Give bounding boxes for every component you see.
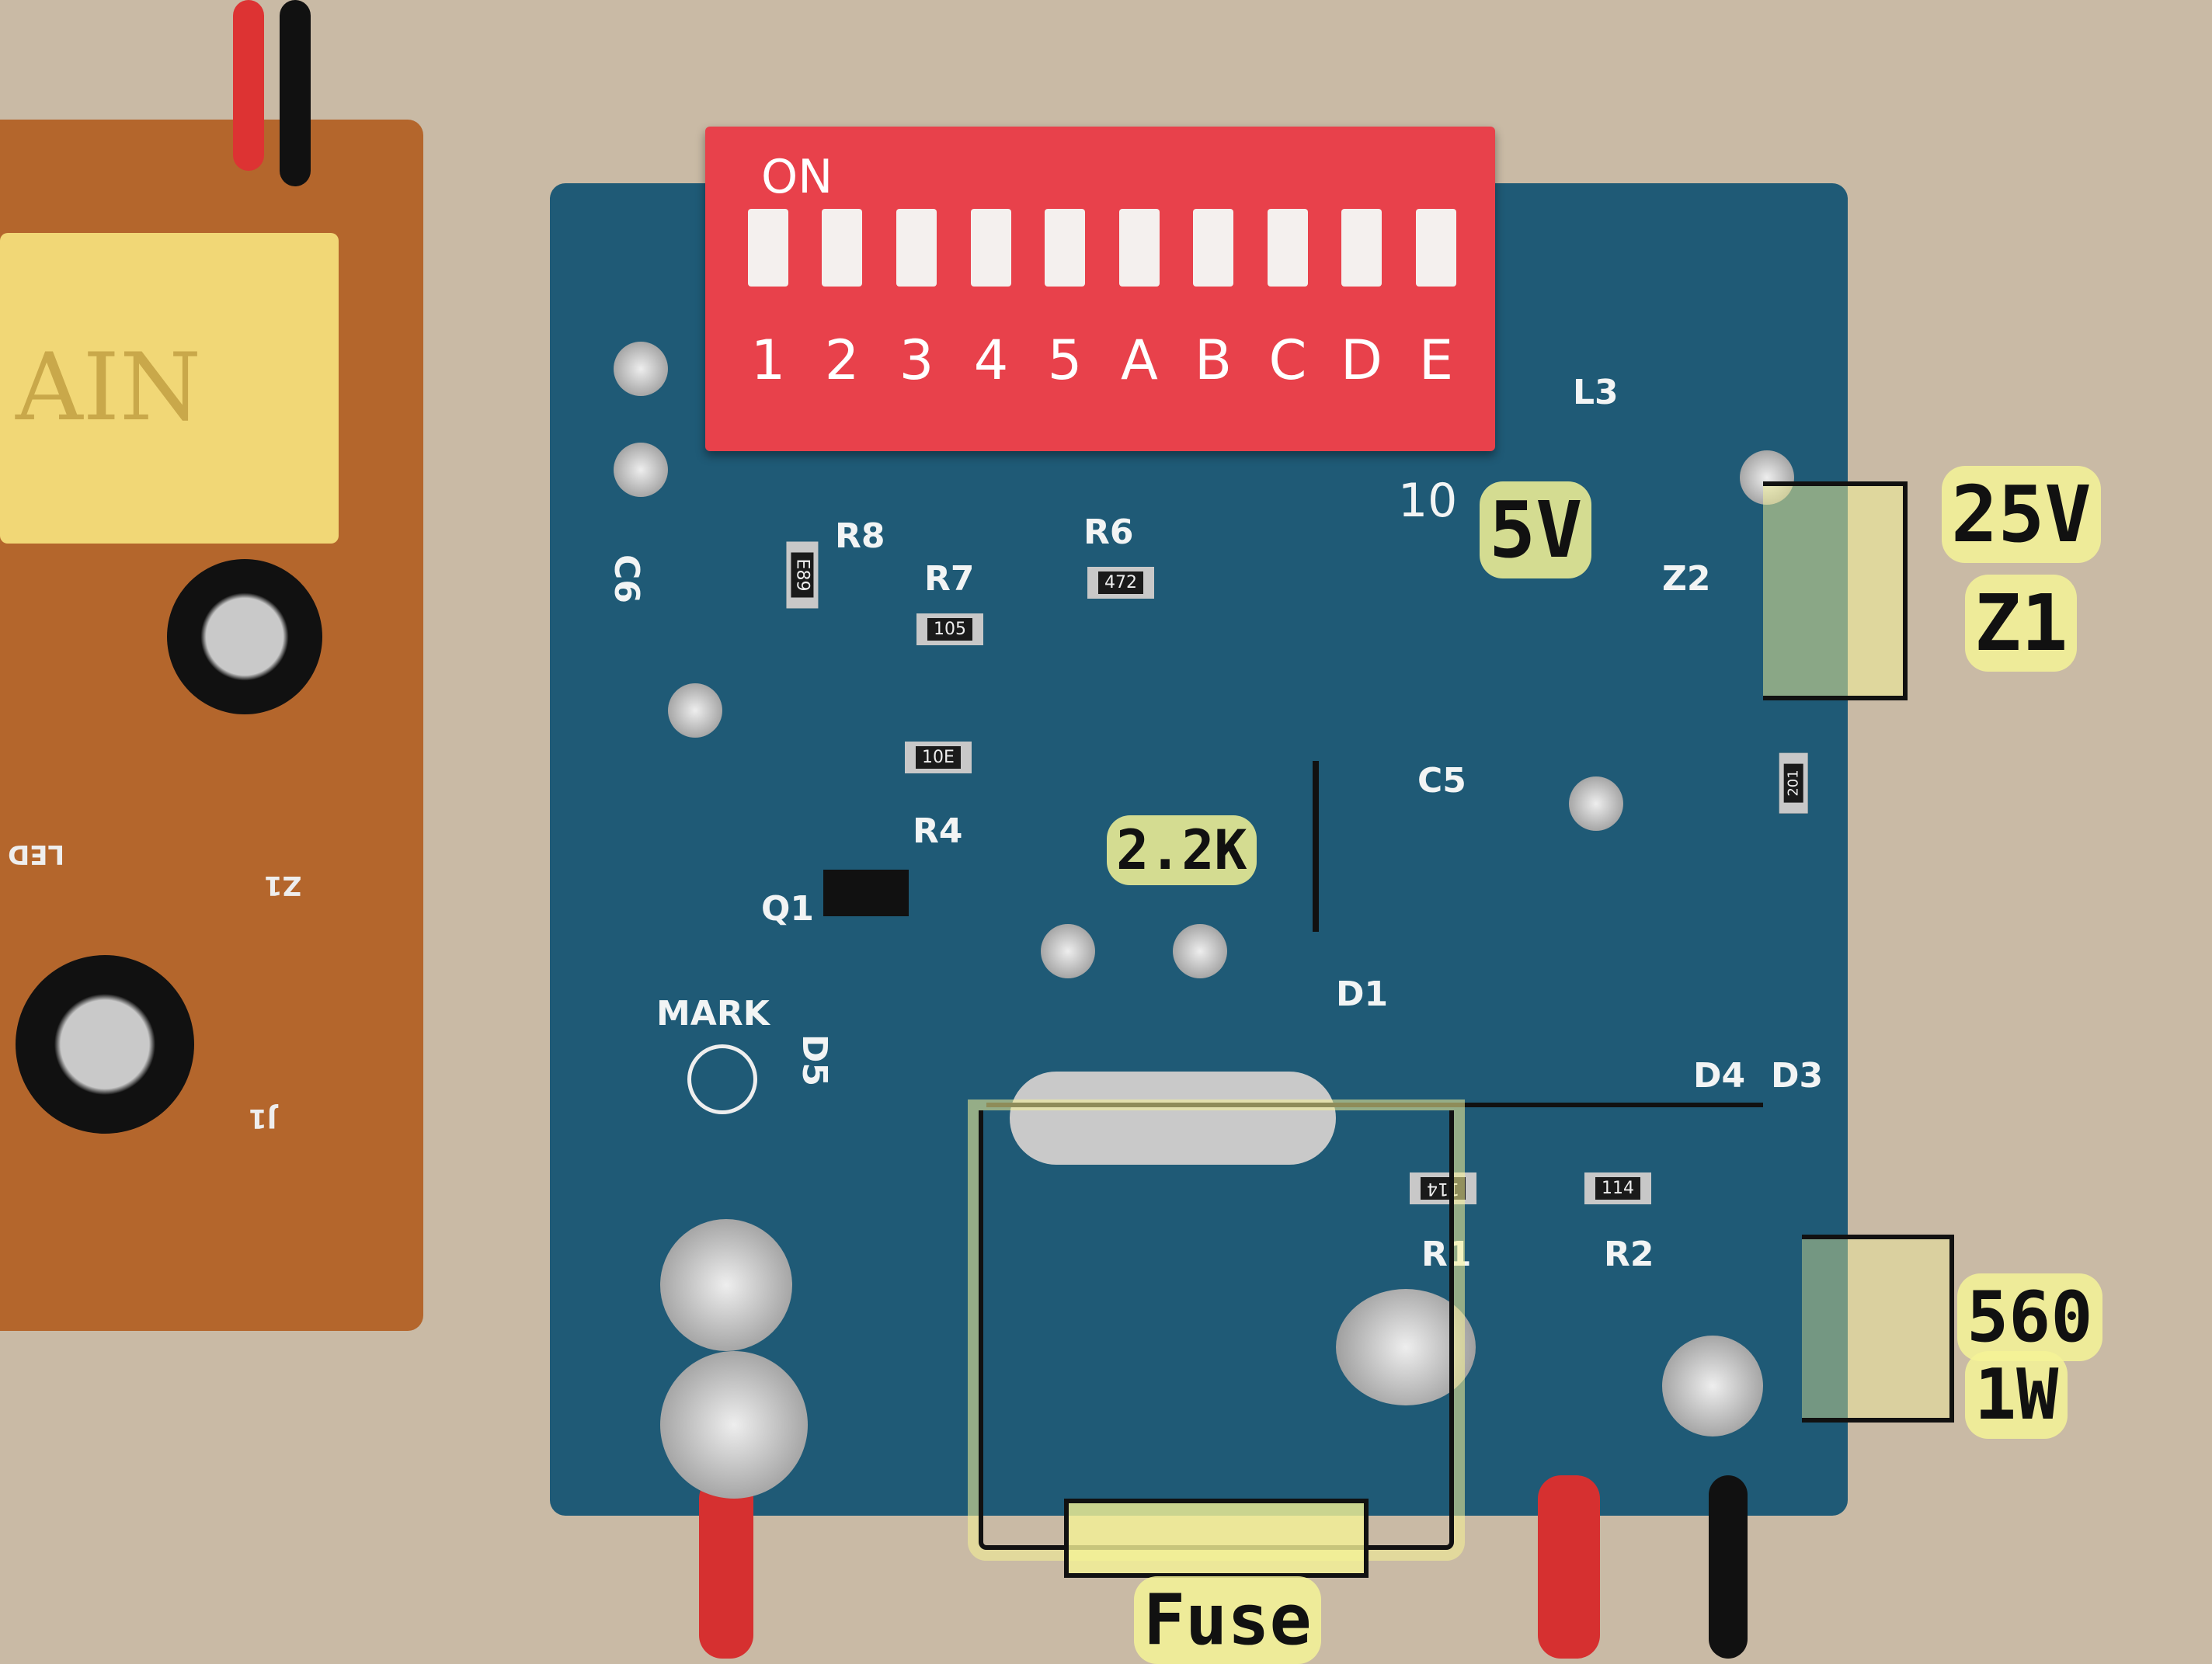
dip-toggle-5[interactable] bbox=[1045, 209, 1085, 287]
label-z1-left: Z1 bbox=[264, 870, 302, 901]
dip-toggle-e[interactable] bbox=[1416, 209, 1456, 287]
label-led: LED bbox=[8, 839, 65, 870]
dip-toggle-d[interactable] bbox=[1341, 209, 1382, 287]
resistor-symbol bbox=[1313, 761, 1319, 932]
red-wire bbox=[1538, 1475, 1600, 1659]
dip-toggle-3[interactable] bbox=[896, 209, 937, 287]
electrolytic-capacitor bbox=[167, 559, 322, 714]
x-capacitor: AIN bbox=[0, 233, 339, 544]
annotation-560: 560 bbox=[1957, 1273, 2102, 1361]
dip-on-label: ON bbox=[761, 150, 833, 204]
dip-label: B bbox=[1194, 328, 1233, 392]
label-r1: R1 bbox=[1421, 1235, 1472, 1274]
resistor-r8: E89 bbox=[786, 541, 819, 609]
label-q1: Q1 bbox=[761, 889, 815, 929]
resistor-r4: 10E bbox=[905, 742, 972, 773]
solder-pad bbox=[1569, 776, 1623, 831]
annotation-5v: 5V bbox=[1480, 481, 1592, 578]
annotation-25v: 25V bbox=[1942, 466, 2101, 563]
resistor-r2: 114 bbox=[1584, 1172, 1651, 1204]
label-r8: R8 bbox=[835, 516, 885, 556]
resistor-r6: 472 bbox=[1087, 567, 1154, 599]
label-d5: D5 bbox=[795, 1033, 835, 1087]
dip-toggle-a[interactable] bbox=[1119, 209, 1160, 287]
electrolytic-capacitor bbox=[16, 955, 194, 1134]
fuse-symbol bbox=[1064, 1499, 1369, 1578]
label-r6: R6 bbox=[1083, 512, 1134, 552]
red-wire bbox=[233, 0, 264, 171]
label-r4: R4 bbox=[913, 811, 963, 851]
label-c5: C5 bbox=[1417, 761, 1466, 801]
annotation-fuse: Fuse bbox=[1134, 1576, 1321, 1664]
dip-label: 5 bbox=[1047, 328, 1083, 392]
resistor-201: 201 bbox=[1779, 752, 1808, 814]
dip-label: 1 bbox=[750, 328, 786, 392]
dip-label: E bbox=[1418, 328, 1454, 392]
label-d3: D3 bbox=[1771, 1056, 1824, 1096]
dip-toggle-1[interactable] bbox=[748, 209, 788, 287]
capacitor-marking: AIN bbox=[16, 334, 202, 442]
fuse-wire bbox=[979, 1110, 1454, 1550]
label-z2: Z2 bbox=[1662, 559, 1711, 599]
solder-pad bbox=[614, 342, 668, 396]
annotation-z1: Z1 bbox=[1965, 575, 2078, 672]
label-c6: C6 bbox=[606, 554, 646, 603]
dip-label: 3 bbox=[899, 328, 934, 392]
dip-switch[interactable]: ON 1 2 3 4 5 A B C D E bbox=[705, 127, 1495, 451]
solder-pad bbox=[1173, 924, 1227, 978]
resistor-r7: 105 bbox=[916, 613, 983, 645]
dip-toggle-b[interactable] bbox=[1193, 209, 1233, 287]
zener-symbol bbox=[1763, 481, 1908, 700]
annotation-2-2k: 2.2K bbox=[1107, 815, 1257, 885]
solder-pad-large bbox=[1662, 1336, 1763, 1436]
black-wire bbox=[280, 0, 311, 186]
metal-tab bbox=[1010, 1072, 1336, 1165]
annotation-1w: 1W bbox=[1965, 1351, 2068, 1439]
label-mark: MARK bbox=[656, 994, 770, 1033]
dip-toggle-c[interactable] bbox=[1268, 209, 1308, 287]
transistor-q1 bbox=[823, 870, 909, 916]
label-l3: L3 bbox=[1573, 373, 1619, 412]
label-d1: D1 bbox=[1336, 974, 1389, 1014]
label-r2: R2 bbox=[1604, 1235, 1654, 1274]
dip-label: D bbox=[1341, 328, 1382, 392]
mark-circle bbox=[687, 1044, 757, 1114]
resistor-560-symbol bbox=[1802, 1235, 1954, 1423]
dip-label: C bbox=[1268, 328, 1307, 392]
black-wire bbox=[1709, 1475, 1748, 1659]
solder-pad bbox=[668, 683, 722, 738]
label-r7: R7 bbox=[924, 559, 975, 599]
solder-pad bbox=[1041, 924, 1095, 978]
dip-label: A bbox=[1121, 328, 1158, 392]
dip-label: 4 bbox=[973, 328, 1009, 392]
solder-pad bbox=[614, 443, 668, 497]
label-d4: D4 bbox=[1693, 1056, 1746, 1096]
solder-pad-large bbox=[660, 1219, 792, 1351]
solder-pad-large bbox=[660, 1351, 808, 1499]
label-j1: J1 bbox=[249, 1103, 277, 1134]
red-wire bbox=[699, 1475, 753, 1659]
dip-label: 2 bbox=[824, 328, 860, 392]
dip-toggle-4[interactable] bbox=[971, 209, 1011, 287]
label-pin-10: 10 bbox=[1398, 474, 1458, 528]
dip-toggle-2[interactable] bbox=[822, 209, 862, 287]
capacitor-wire bbox=[986, 1103, 1763, 1107]
